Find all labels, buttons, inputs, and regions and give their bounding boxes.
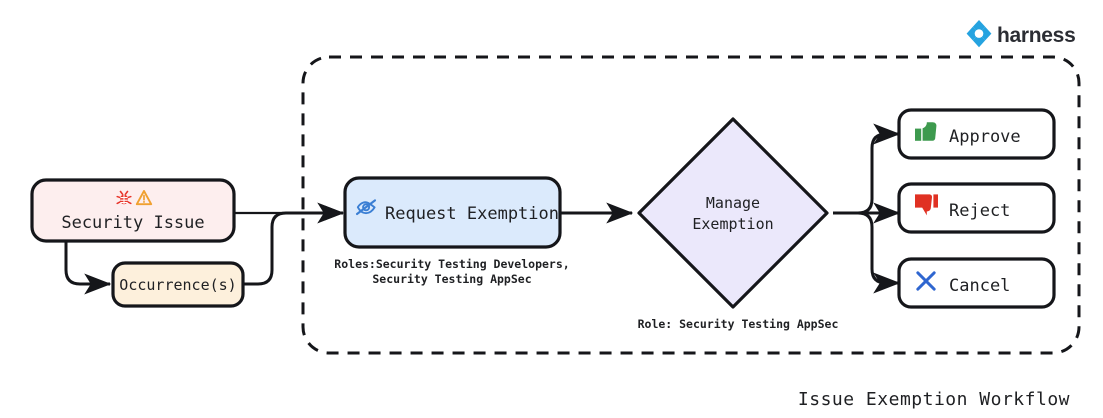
edge-security-issue-to-occurrences — [64, 240, 112, 295]
manage-exemption-caption: Role: Security Testing AppSec — [638, 317, 839, 331]
approve-label: Approve — [949, 127, 1021, 147]
edge-occurrences-to-request-exemption — [243, 202, 345, 286]
reject-label: Reject — [949, 201, 1010, 221]
thumbs-up-icon — [915, 122, 937, 141]
edge-manage-exemption-to-cancel — [833, 211, 901, 294]
harness-logo: harness — [966, 20, 1076, 48]
request-exemption-label: Request Exemption — [385, 204, 559, 224]
approve-box[interactable] — [897, 108, 1056, 160]
node-cancel[interactable]: Cancel — [897, 257, 1056, 309]
diagram-title: Issue Exemption Workflow — [798, 389, 1070, 410]
security-issue-label: Security Issue — [61, 213, 204, 233]
harness-diamond-logo-icon — [966, 20, 992, 48]
security-issue-box[interactable] — [30, 178, 236, 243]
brand-name: harness — [997, 24, 1075, 47]
node-approve[interactable]: Approve — [897, 108, 1056, 160]
cancel-label: Cancel — [949, 276, 1010, 296]
node-manage-exemption[interactable]: Manage Exemption Role: Security Testing … — [637, 117, 839, 331]
manage-exemption-label-line2: Exemption — [692, 215, 773, 233]
request-exemption-caption-line2: Security Testing AppSec — [372, 272, 531, 286]
node-reject[interactable]: Reject — [897, 182, 1056, 234]
node-request-exemption[interactable]: Request Exemption Roles:Security Testing… — [334, 176, 570, 286]
eye-off-icon — [355, 199, 377, 216]
exemption-boundary — [301, 55, 1081, 355]
manage-exemption-label-line1: Manage — [706, 194, 760, 212]
warning-triangle-icon — [135, 190, 153, 206]
thumbs-down-icon — [915, 194, 938, 216]
node-security-issue[interactable]: Security Issue — [30, 178, 236, 243]
bug-icon — [116, 190, 132, 205]
close-x-icon — [916, 271, 936, 291]
request-exemption-caption-line1: Roles:Security Testing Developers, — [334, 257, 569, 271]
occurrences-label: Occurrence(s) — [119, 276, 236, 294]
cancel-box[interactable] — [897, 257, 1056, 309]
request-exemption-box[interactable] — [343, 176, 562, 249]
manage-exemption-diamond[interactable] — [637, 117, 829, 309]
node-occurrences[interactable]: Occurrence(s) — [111, 261, 245, 308]
edge-manage-exemption-to-approve — [833, 123, 901, 215]
occurrences-box[interactable] — [111, 261, 245, 308]
